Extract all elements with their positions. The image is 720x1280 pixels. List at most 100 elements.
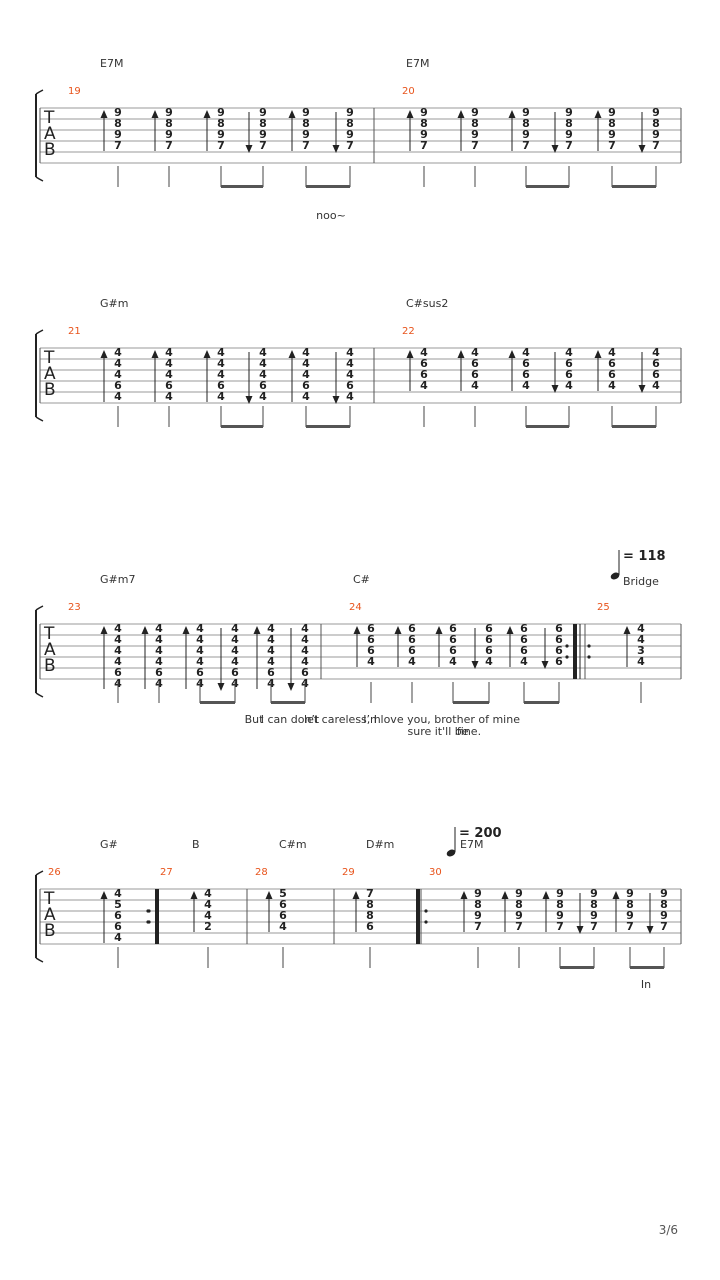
fret-number: 4	[565, 346, 573, 359]
strum-down-arrowhead	[638, 385, 646, 393]
fret-number: 9	[165, 106, 173, 119]
fret-number: 4	[267, 633, 275, 646]
strum-up-arrowhead	[141, 626, 149, 634]
fret-number: 6	[565, 357, 573, 370]
fret-number: 4	[522, 346, 530, 359]
fret-number: 4	[522, 379, 530, 392]
strum-down-arrowhead	[471, 661, 479, 669]
fret-number: 9	[471, 106, 479, 119]
fret-number: 9	[556, 887, 564, 900]
strum-up-arrowhead	[352, 891, 360, 899]
fret-number: 4	[165, 346, 173, 359]
fret-number: 4	[196, 633, 204, 646]
fret-number: 9	[590, 909, 598, 922]
lyric-syllable: noo~	[316, 209, 346, 222]
strum-down-arrowhead	[541, 661, 549, 669]
fret-number: 7	[660, 920, 668, 933]
strum-up-arrowhead	[542, 891, 550, 899]
fret-number: 6	[485, 644, 493, 657]
fret-number: 4	[302, 346, 310, 359]
fret-number: 6	[520, 622, 528, 635]
fret-number: 8	[652, 117, 660, 130]
system-bracket-hooks	[35, 605, 44, 698]
fret-number: 4	[196, 644, 204, 657]
fret-number: 9	[474, 909, 482, 922]
fret-number: 7	[652, 139, 660, 152]
fret-number: 7	[556, 920, 564, 933]
chord-name: C#sus2	[406, 297, 448, 310]
fret-number: 4	[114, 346, 122, 359]
fret-number: 4	[259, 357, 267, 370]
fret-number: 9	[608, 128, 616, 141]
repeat-dot	[565, 644, 569, 648]
strum-up-arrowhead	[457, 110, 465, 118]
fret-number: 4	[346, 346, 354, 359]
fret-number: 4	[302, 357, 310, 370]
measure-number: 20	[402, 86, 415, 97]
measure-number: 24	[349, 602, 362, 613]
strum-up-arrowhead	[501, 891, 509, 899]
repeat-dot	[146, 920, 150, 924]
rhythm-beam	[526, 185, 569, 188]
fret-number: 6	[279, 898, 287, 911]
fret-number: 4	[114, 390, 122, 403]
fret-number: 6	[367, 633, 375, 646]
fret-number: 6	[485, 633, 493, 646]
fret-number: 8	[217, 117, 225, 130]
fret-number: 4	[259, 346, 267, 359]
repeat-dot	[424, 920, 428, 924]
repeat-end-thick-bar	[416, 889, 420, 944]
fret-number: 9	[590, 887, 598, 900]
fret-number: 4	[114, 368, 122, 381]
rhythm-beam	[630, 966, 664, 969]
tempo-value: = 200	[459, 826, 502, 841]
fret-number: 6	[608, 357, 616, 370]
repeat-dot	[587, 644, 591, 648]
rhythm-beam	[306, 185, 350, 188]
fret-number: 4	[279, 920, 287, 933]
strum-up-arrowhead	[435, 626, 443, 634]
fret-number: 4	[217, 346, 225, 359]
fret-number: 9	[515, 909, 523, 922]
fret-number: 4	[471, 346, 479, 359]
fret-number: 8	[608, 117, 616, 130]
fret-number: 4	[637, 655, 645, 668]
fret-number: 4	[114, 655, 122, 668]
strum-down-arrowhead	[332, 396, 340, 404]
fret-number: 4	[165, 357, 173, 370]
measure-number: 25	[597, 602, 610, 613]
fret-number: 4	[114, 644, 122, 657]
fret-number: 5	[114, 898, 122, 911]
fret-number: 8	[474, 898, 482, 911]
fret-number: 8	[590, 898, 598, 911]
fret-number: 9	[217, 128, 225, 141]
fret-number: 8	[565, 117, 573, 130]
strum-up-arrowhead	[406, 350, 414, 358]
strum-down-arrowhead	[576, 926, 584, 934]
fret-number: 4	[449, 655, 457, 668]
system-bracket-hooks	[35, 329, 44, 422]
fret-number: 4	[204, 898, 212, 911]
fret-number: 7	[565, 139, 573, 152]
fret-number: 6	[114, 379, 122, 392]
system-bracket-hooks	[35, 89, 44, 182]
fret-number: 4	[408, 655, 416, 668]
strum-up-arrowhead	[394, 626, 402, 634]
fret-number: 4	[420, 379, 428, 392]
strum-up-arrowhead	[623, 626, 631, 634]
fret-number: 6	[367, 644, 375, 657]
fret-number: 4	[165, 368, 173, 381]
page-number: 3/6	[658, 1223, 678, 1237]
strum-up-arrowhead	[203, 350, 211, 358]
fret-number: 8	[114, 117, 122, 130]
tab-clef-letter: A	[44, 124, 56, 144]
fret-number: 4	[231, 633, 239, 646]
strum-up-arrowhead	[508, 350, 516, 358]
tab-clef-letter: T	[43, 348, 55, 368]
tab-clef-letter: T	[43, 889, 55, 909]
fret-number: 4	[114, 622, 122, 635]
fret-number: 6	[652, 357, 660, 370]
fret-number: 6	[408, 622, 416, 635]
fret-number: 9	[259, 106, 267, 119]
fret-number: 4	[267, 655, 275, 668]
